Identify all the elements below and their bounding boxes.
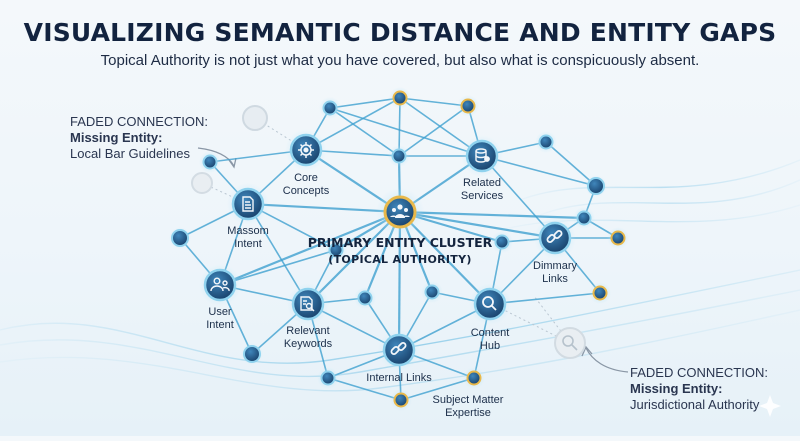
node-label-internal: Internal Links xyxy=(366,372,432,384)
center-title: PRIMARY ENTITY CLUSTER xyxy=(307,235,493,250)
minor-nodes xyxy=(169,87,629,411)
node-label-related: Related Services xyxy=(460,177,504,202)
node-related-services xyxy=(461,135,503,177)
node-label-content: Content Hub xyxy=(470,327,510,352)
note-missing-label: Missing Entity: xyxy=(70,130,163,145)
faded-connection-note-right: FADED CONNECTION: Missing Entity: Jurisd… xyxy=(630,365,795,413)
document-icon xyxy=(242,196,254,212)
minor-node xyxy=(607,227,629,249)
minor-node xyxy=(354,287,376,309)
minor-node xyxy=(463,367,485,389)
link-icon xyxy=(390,342,407,355)
note-missing-label: Missing Entity: xyxy=(630,381,723,396)
note-heading: FADED CONNECTION: xyxy=(70,114,208,129)
node-internal-links xyxy=(378,329,420,371)
database-icon xyxy=(475,148,490,163)
minor-node xyxy=(390,389,412,411)
annotation-arrows xyxy=(197,147,629,373)
edge-s13-s14 xyxy=(400,377,475,401)
minor-node xyxy=(421,281,443,303)
edge-C-dim xyxy=(399,210,556,240)
faded-node-right xyxy=(554,327,586,359)
minor-node xyxy=(325,239,347,261)
node-label-dimmary: Dimmary Links xyxy=(533,260,577,285)
node-massom-intent xyxy=(227,183,269,225)
faded-node-left xyxy=(191,105,268,194)
node-label-user: User Intent xyxy=(206,306,234,331)
minor-node xyxy=(169,227,191,249)
center-node xyxy=(376,188,424,236)
edge-rel-t4 xyxy=(329,107,483,157)
node-label-subject: Subject Matter Expertise xyxy=(432,394,504,419)
edge-C-mas xyxy=(247,202,401,214)
edge-t2-t3 xyxy=(398,105,469,157)
minor-node xyxy=(319,97,341,119)
minor-node xyxy=(573,207,595,229)
node-core-concepts xyxy=(285,129,327,171)
background-waves xyxy=(0,159,800,392)
center-subtitle: (TOPICAL AUTHORITY) xyxy=(328,253,472,266)
minor-node xyxy=(199,151,221,173)
minor-node xyxy=(389,87,411,109)
minor-node xyxy=(388,145,410,167)
node-label-core: Core Concepts xyxy=(282,172,330,197)
node-label-relevant: Relevant Keywords xyxy=(283,325,333,350)
note-heading: FADED CONNECTION: xyxy=(630,365,768,380)
note-entity: Local Bar Guidelines xyxy=(70,146,190,161)
node-dimmary-links xyxy=(534,217,576,259)
edge-t1-t4 xyxy=(329,97,401,109)
center-node-label: PRIMARY ENTITY CLUSTER (TOPICAL AUTHORIT… xyxy=(300,234,500,268)
keyword-doc-icon xyxy=(300,296,315,312)
node-relevant-keywords xyxy=(287,283,329,325)
edge-s4-s6 xyxy=(545,141,597,187)
edge-t1-t2 xyxy=(399,97,469,107)
node-label-massom: Massom Intent xyxy=(227,225,269,250)
users-icon xyxy=(210,277,230,292)
node-content-hub xyxy=(469,283,511,325)
page-title: VISUALIZING SEMANTIC DISTANCE AND ENTITY… xyxy=(23,18,777,47)
link-icon xyxy=(546,230,563,243)
minor-node xyxy=(491,231,513,253)
page-subtitle: Topical Authority is not just what you h… xyxy=(100,52,700,69)
edge-C-s5 xyxy=(399,210,585,220)
minor-node xyxy=(589,282,611,304)
faded-connection-note-left: FADED CONNECTION: Missing Entity: Local … xyxy=(70,114,220,162)
minor-node xyxy=(317,367,339,389)
note-entity: Jurisdictional Authority xyxy=(630,397,760,412)
sparkle-icon xyxy=(759,395,781,417)
search-icon xyxy=(482,296,497,311)
minor-node xyxy=(535,131,557,153)
gear-icon xyxy=(298,142,314,158)
minor-node xyxy=(585,175,607,197)
edge-s12-s14 xyxy=(327,377,402,401)
minor-node xyxy=(457,95,479,117)
edge-C-usr xyxy=(219,210,401,287)
people-cluster-icon xyxy=(390,204,410,218)
minor-node xyxy=(241,343,263,365)
node-user-intent xyxy=(199,264,241,306)
edge-t4-t3 xyxy=(329,107,400,157)
